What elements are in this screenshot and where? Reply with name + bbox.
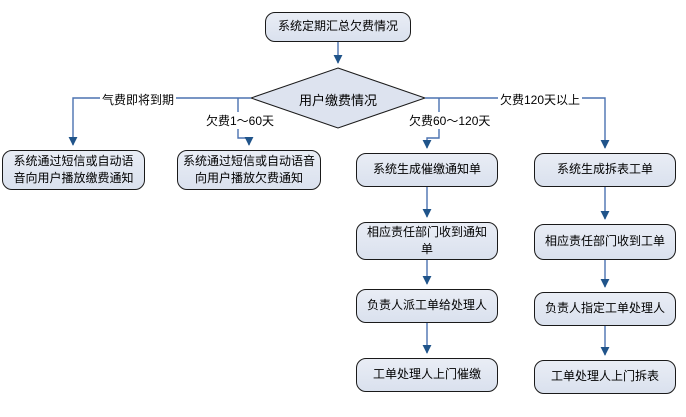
branch-label-gas-fee-due-soon: 气费即将到期 <box>100 91 177 108</box>
flow-node-door-meter-removal: 工单处理人上门拆表 <box>534 360 676 394</box>
flow-node-sms-arrears-notice: 系统通过短信或自动语音向用户播放欠费通知 <box>177 150 321 190</box>
flow-node-generate-meter-removal-order: 系统生成拆表工单 <box>534 153 676 187</box>
flow-node-decision-label: 用户缴费情况 <box>298 93 377 108</box>
flow-node-sms-payment-notice: 系统通过短信或自动语音向用户播放缴费通知 <box>2 150 145 190</box>
flow-node-assign-work-order: 负责人派工单给处理人 <box>356 289 498 323</box>
flow-node-dept-receives-order: 相应责任部门收到工单 <box>534 224 676 260</box>
connector-branch-1 <box>68 97 251 146</box>
branch-label-arrears-1-60-days: 欠费1～60天 <box>204 112 277 129</box>
flow-node-door-collection: 工单处理人上门催缴 <box>356 358 498 392</box>
flow-node-start: 系统定期汇总欠费情况 <box>265 12 411 42</box>
decision-diamond-shape <box>249 67 427 129</box>
flow-node-dept-receives-notice: 相应责任部门收到通知单 <box>356 222 498 260</box>
flow-node-generate-collection-notice: 系统生成催缴通知单 <box>356 153 498 187</box>
connector-branch-4 <box>425 97 610 149</box>
flow-node-designate-order-handler: 负责人指定工单处理人 <box>534 292 676 326</box>
branch-label-arrears-over-120-days: 欠费120天以上 <box>498 91 583 108</box>
branch-label-arrears-60-120-days: 欠费60～120天 <box>407 112 493 129</box>
